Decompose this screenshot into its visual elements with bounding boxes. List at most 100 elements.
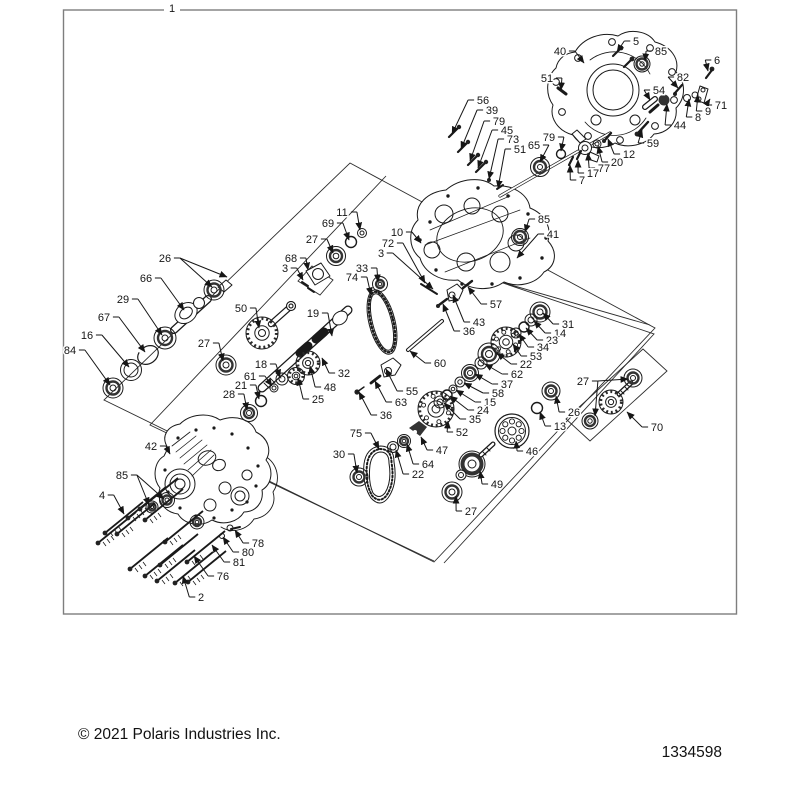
callout-number: 26 [159,253,171,265]
callout-24: 24 [449,395,491,418]
callout-76: 76 [193,555,231,584]
callout-18: 18 [253,357,281,378]
callout-79: 79 [469,114,507,162]
callout-36: 36 [358,391,394,423]
callout-8: 8 [684,98,703,125]
callout-35: 35 [443,402,483,427]
callout-number: 78 [252,538,264,550]
leader-line [449,395,469,411]
bearing [530,157,550,177]
callout-72: 72 [380,236,426,284]
callout-number: 19 [307,308,319,320]
callout-number: 5 [633,36,639,48]
callout-number: 33 [356,263,368,275]
leader-line [496,352,512,365]
leader-line [539,411,546,427]
callout-number: 61 [244,371,256,383]
callout-56: 56 [451,93,491,135]
bearing [326,246,346,266]
callout-number: 27 [465,506,477,518]
callout-44: 44 [662,103,688,133]
leader-line [642,50,650,62]
leader-line [469,120,485,162]
callout-number: 56 [477,95,489,107]
callout-number: 42 [145,441,157,453]
leader-line [442,303,455,332]
leader-line [409,350,426,364]
callout-number: 62 [511,369,523,381]
callout-53: 53 [512,343,544,364]
sprocket-46 [494,413,530,449]
callout-layer: 1405856518254719844591220771777965563979… [62,1,729,605]
washer [120,359,142,381]
center-gearcase [410,179,555,295]
leader-line [274,363,281,378]
leader-line [326,238,334,254]
case-bolt [184,530,226,566]
leader-line [525,327,538,341]
bearing [623,368,643,388]
callout-5: 5 [616,34,641,53]
leader-line [181,575,190,598]
callout-number: 63 [395,397,407,409]
callout-number: 73 [507,134,519,146]
callout-number: 17 [587,168,599,180]
callout-number: 35 [469,414,481,426]
callout-12: 12 [607,138,637,162]
callout-number: 9 [705,106,711,118]
callout-number: 22 [520,359,532,371]
callout-number: 31 [562,319,574,331]
washer [448,384,458,394]
callout-number: 55 [406,386,418,398]
leader-line [460,109,478,150]
callout-2: 2 [181,575,206,605]
callout-number: 18 [255,359,267,371]
leader-line [467,286,482,305]
washer [474,356,488,370]
bearing [203,279,225,301]
callout-15: 15 [455,389,498,410]
callout-26: 26 [157,251,228,288]
callout-54: 54 [643,83,667,101]
callout-14: 14 [533,320,568,341]
gear-hole [510,332,516,338]
leader-line [636,129,644,144]
callout-71: 71 [703,98,729,113]
callout-81: 81 [211,544,247,570]
callout-39: 39 [460,103,500,150]
callout-number: 43 [473,317,485,329]
callout-17: 17 [574,159,601,181]
callout-61: 61 [242,369,273,387]
callout-number: 13 [554,421,566,433]
leader-line [495,148,506,189]
callout-66: 66 [138,271,185,311]
leader-line [303,257,311,271]
callout-9: 9 [693,94,713,119]
callout-number: 26 [568,407,580,419]
figure-border [62,9,738,615]
leader-line [385,368,398,392]
callout-36: 36 [442,303,477,339]
callout-22: 22 [394,449,426,482]
callout-68: 68 [283,251,311,271]
leader-line [443,402,461,420]
leader-line [327,312,335,337]
callout-22: 22 [496,352,534,372]
leader-line [113,494,125,515]
leader-line [321,357,330,374]
leader-line [607,138,615,155]
callout-number: 39 [486,105,498,117]
callout-number: 74 [346,272,358,284]
bearing [102,377,124,399]
leader-line [392,252,434,290]
callout-6: 6 [702,53,722,72]
leader-line [487,138,499,180]
callout-64: 64 [405,443,436,472]
leader-line [405,443,414,465]
callout-number: 45 [501,125,513,137]
output-clutch-49 [455,441,496,481]
leader-line [84,349,111,386]
callout-number: 52 [456,427,468,439]
leader-line [101,334,130,368]
